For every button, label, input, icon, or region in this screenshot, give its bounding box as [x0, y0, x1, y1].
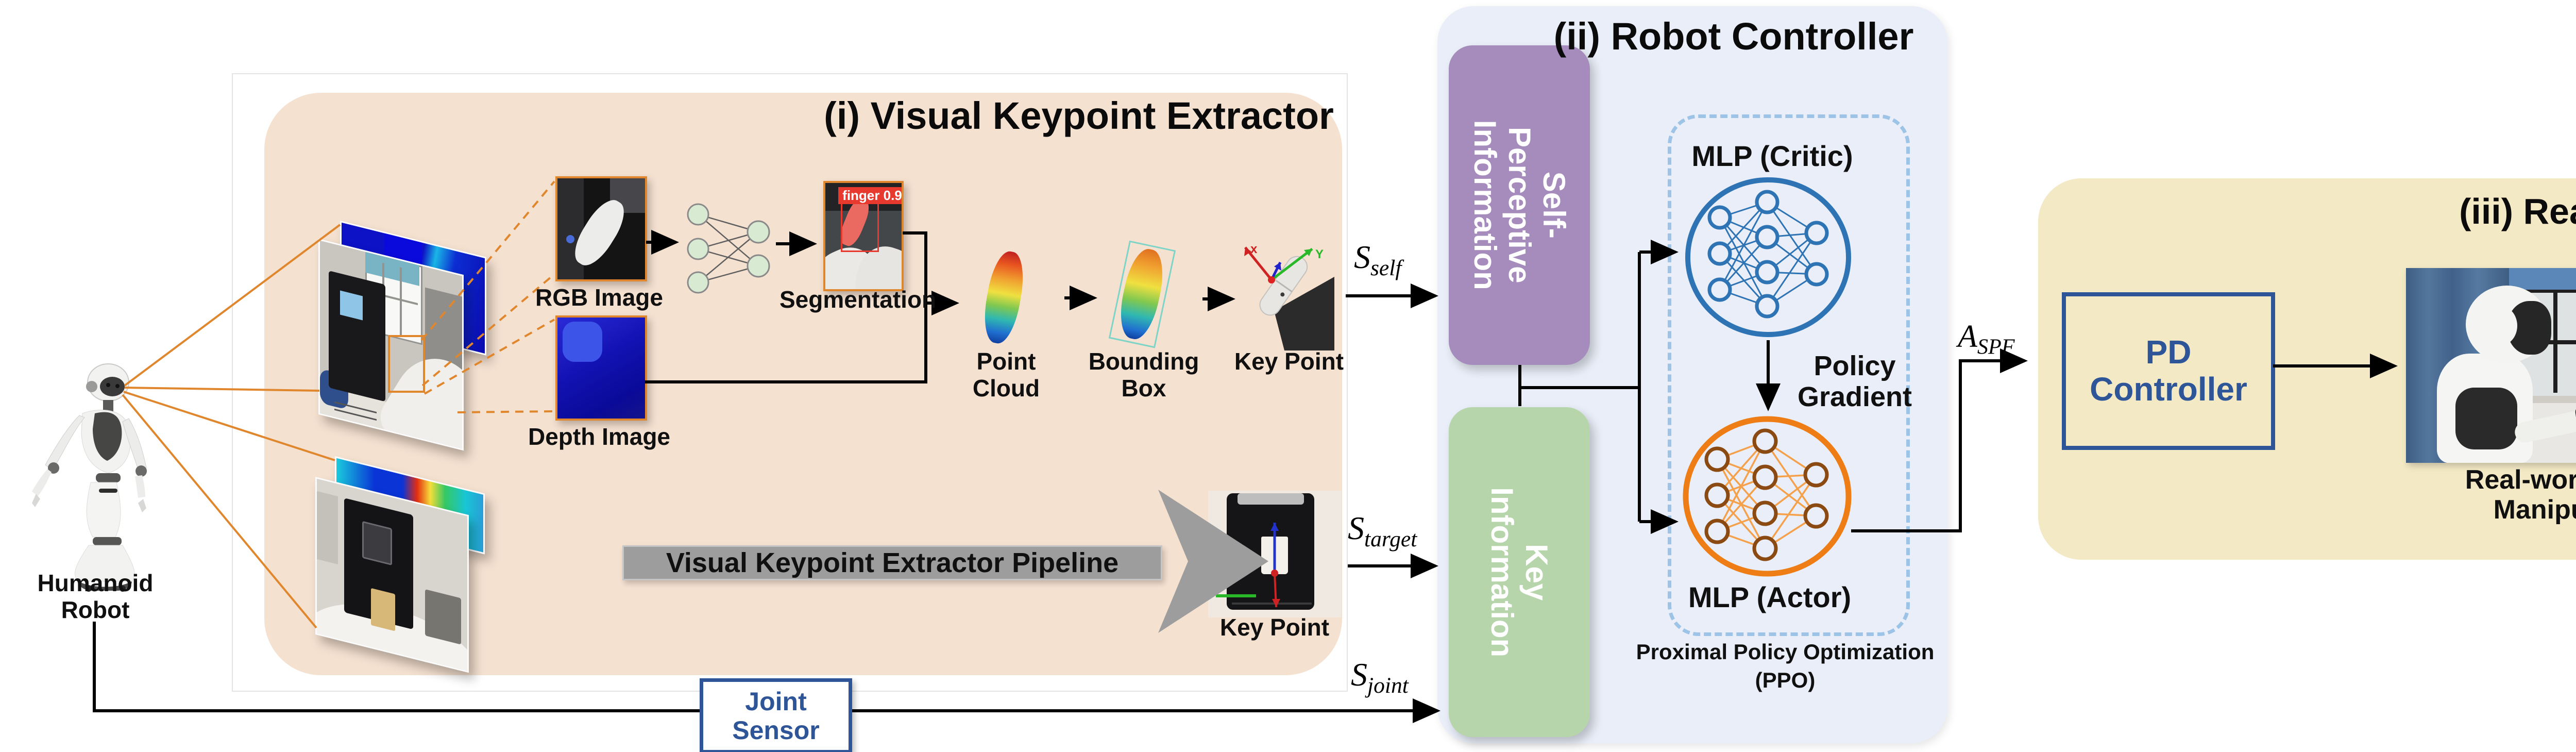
self-perceptive-information-text: Self-Perceptive Information	[1467, 120, 1571, 290]
detection-bbox	[840, 197, 879, 252]
humanoid-robot-illustration	[32, 363, 147, 592]
policy-gradient-label: Policy Gradient	[1797, 350, 1912, 413]
segmentation-label: Segmentation	[779, 286, 937, 313]
pd-controller-line2: Controller	[2090, 371, 2247, 408]
depth-image-label: Depth Image	[528, 423, 671, 450]
joint-sensor-line2: Sensor	[732, 716, 820, 745]
mlp-critic-network-icon	[1685, 177, 1851, 337]
target-axes-icon	[1270, 523, 1280, 608]
axis-y-label: Y	[1315, 247, 1324, 261]
target-key-point-label: Key Point	[1219, 614, 1330, 641]
self-perceptive-information-box: Self-Perceptive Information	[1449, 45, 1590, 365]
bounding-box-label: Bounding Box	[1088, 348, 1199, 402]
signal-s-joint: Sjoint	[1351, 656, 1409, 698]
axis-x-label: x	[1250, 242, 1258, 256]
ppo-caption: Proximal Policy Optimization (PPO)	[1636, 640, 1935, 692]
target-key-point-image	[1208, 491, 1341, 617]
joint-sensor-box: Joint Sensor	[700, 678, 852, 752]
rgb-image-label: RGB Image	[535, 284, 663, 311]
real-robot-title: (iii) Real Robot	[2459, 191, 2576, 231]
key-information-text: Key Information	[1485, 487, 1554, 657]
detection-tag: finger 0.92	[838, 187, 902, 205]
point-cloud-label: Point Cloud	[972, 348, 1040, 402]
segmentation-crop: finger 0.92	[823, 181, 904, 291]
bounding-box-image	[1108, 240, 1178, 348]
joint-sensor-line1: Joint	[745, 687, 807, 716]
depth-image-crop	[555, 315, 647, 421]
key-point-finger-image: x Y	[1244, 242, 1334, 350]
signal-s-self: Sself	[1354, 239, 1402, 280]
mlp-actor-network-icon	[1683, 416, 1852, 577]
pipeline-banner-text: Visual Keypoint Extractor Pipeline	[666, 547, 1119, 578]
controller-title: (ii) Robot Controller	[1553, 15, 1914, 58]
extractor-title: (i) Visual Keypoint Extractor	[824, 94, 1334, 137]
real-robot-caption: Real-world Robot Manipulation	[2465, 465, 2576, 525]
signal-a-spf: ASPF	[1958, 319, 2015, 359]
mlp-actor-label: MLP (Actor)	[1688, 581, 1852, 613]
feature-extractor-network-icon	[687, 203, 770, 294]
hand-roi-box	[388, 335, 425, 393]
pd-controller-line1: PD	[2145, 333, 2192, 371]
key-information-box: Key Information	[1449, 407, 1590, 737]
point-cloud-image	[976, 248, 1037, 346]
key-point-label: Key Point	[1234, 348, 1344, 375]
mlp-critic-label: MLP (Critic)	[1691, 140, 1853, 172]
pd-controller-box: PD Controller	[2062, 292, 2275, 450]
humanoid-robot-label: Humanoid Robot	[37, 570, 154, 623]
pipeline-banner: Visual Keypoint Extractor Pipeline	[622, 545, 1162, 580]
real-robot-photo	[2406, 268, 2576, 463]
rgb-image-crop	[555, 176, 647, 281]
signal-s-target: Starget	[1348, 510, 1417, 552]
